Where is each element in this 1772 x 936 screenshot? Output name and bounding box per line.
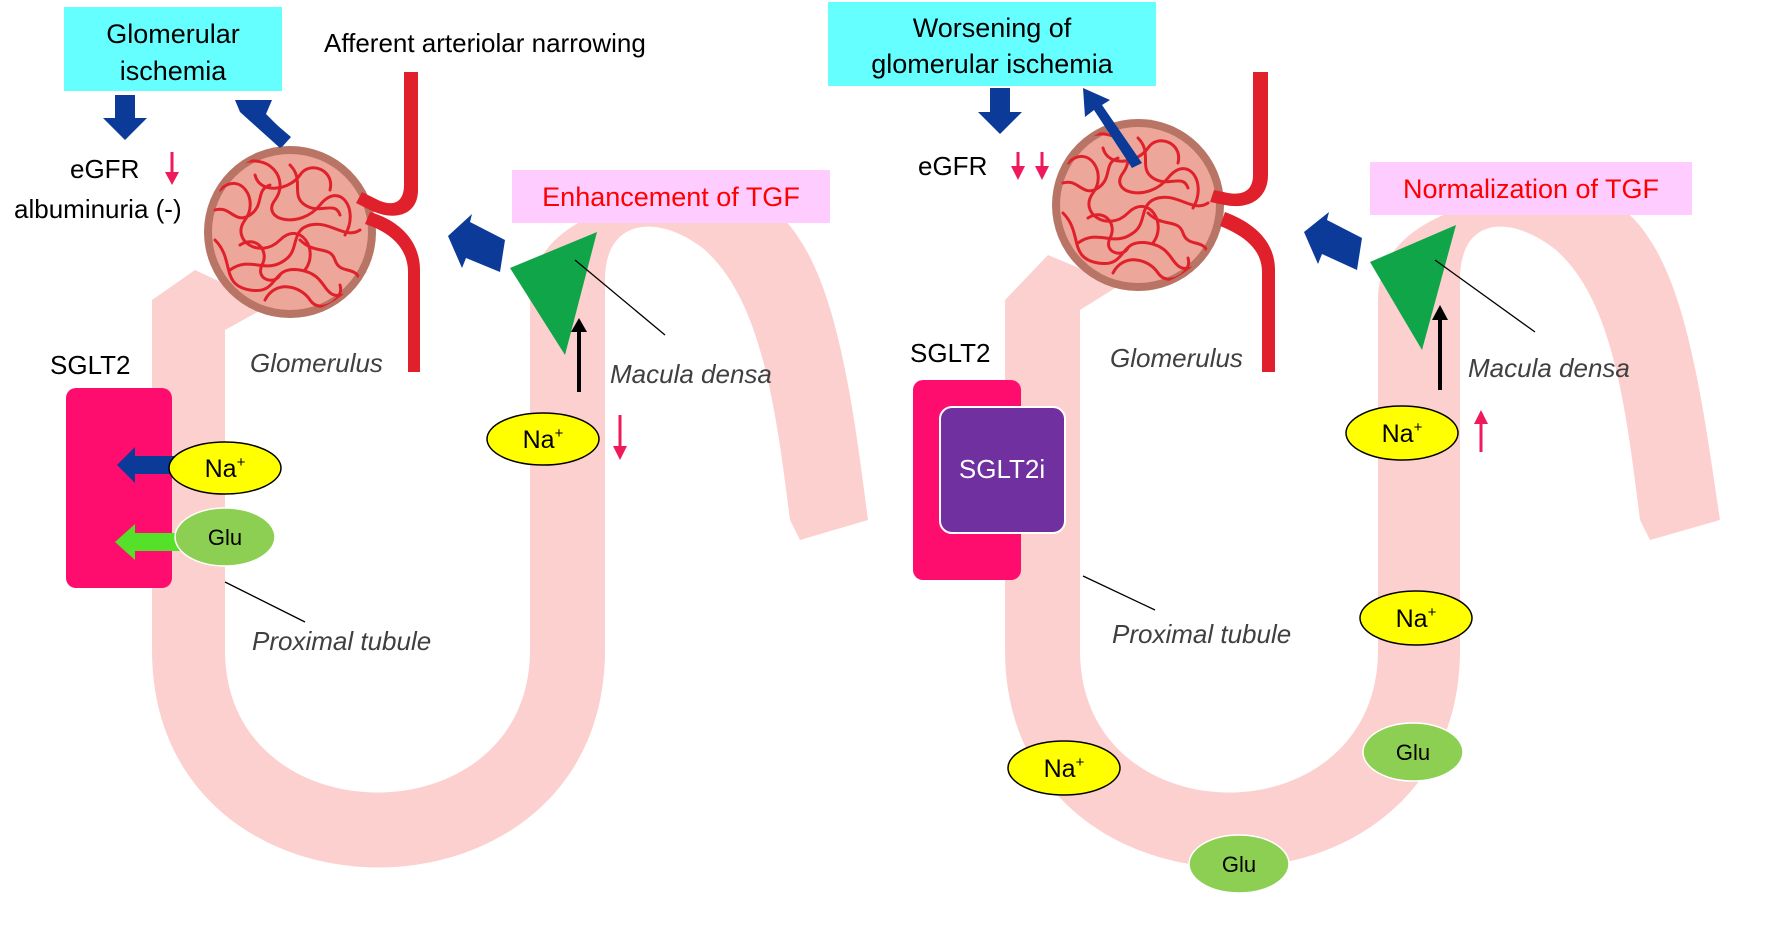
left-tubule <box>152 191 868 868</box>
right-ischemia-line2: glomerular ischemia <box>871 49 1114 79</box>
left-macula-pointer <box>574 259 666 336</box>
left-egfr-label: eGFR <box>70 154 139 184</box>
svg-text:Na+: Na+ <box>1396 604 1437 633</box>
right-afferent-arteriole <box>1210 72 1275 372</box>
right-glomerulus <box>1052 119 1224 291</box>
left-afferent-arteriole <box>356 72 420 372</box>
right-proximal-label: Proximal tubule <box>1112 619 1291 649</box>
right-arrow-ischemia-down <box>978 88 1022 134</box>
left-afferent-label: Afferent arteriolar narrowing <box>324 28 646 58</box>
right-sglt2i-label: SGLT2i <box>959 454 1045 484</box>
left-tgf-label: Enhancement of TGF <box>542 182 800 212</box>
left-na-ion-macula: Na+ <box>486 412 600 466</box>
right-glu-ion-tubule-2: Glu <box>1188 834 1290 894</box>
left-ischemia-box <box>64 7 282 91</box>
left-arrow-ischemia-down <box>103 95 147 140</box>
svg-text:Glu: Glu <box>1396 740 1430 765</box>
right-egfr-down-arrows <box>1011 152 1049 180</box>
right-na-up-arrow <box>1474 410 1488 452</box>
left-na-down-arrow <box>613 415 627 460</box>
right-glomerulus-label: Glomerulus <box>1110 343 1243 373</box>
left-macula-label: Macula densa <box>610 359 772 389</box>
right-tubule <box>1005 191 1720 868</box>
right-na-ion-tubule-2: Na+ <box>1007 740 1121 796</box>
left-proximal-label: Proximal tubule <box>252 626 431 656</box>
svg-text:Na+: Na+ <box>205 454 246 483</box>
left-sglt2-transporter <box>66 388 172 588</box>
right-na-ion-macula: Na+ <box>1345 405 1459 461</box>
left-arrow-na-to-macula-head <box>571 318 587 332</box>
left-arrow-tgf-to-glomerulus <box>448 214 505 272</box>
svg-text:Glu: Glu <box>1222 852 1256 877</box>
right-sglt2-label: SGLT2 <box>910 338 990 368</box>
left-panel: Na+ Glu Na+ Glomerular ischemia Enhancem… <box>14 7 868 868</box>
right-arrow-tgf-to-glomerulus <box>1304 212 1362 270</box>
right-glu-ion-tubule-1: Glu <box>1362 722 1464 782</box>
svg-text:Na+: Na+ <box>523 425 564 454</box>
left-glu-ion-sglt2: Glu <box>174 507 276 567</box>
right-macula-pointer <box>1434 259 1536 333</box>
right-na-ion-tubule-1: Na+ <box>1359 590 1473 646</box>
left-proximal-pointer <box>224 581 306 623</box>
right-tgf-label: Normalization of TGF <box>1403 174 1659 204</box>
left-macula-densa <box>510 232 597 355</box>
right-egfr-label: eGFR <box>918 151 987 181</box>
right-tgf-box <box>1370 162 1692 215</box>
left-na-transport-arrow <box>117 447 183 483</box>
left-ischemia-line2: ischemia <box>120 56 228 86</box>
right-ischemia-line1: Worsening of <box>913 13 1072 43</box>
left-arrow-glomerulus-up <box>235 100 291 148</box>
right-macula-densa <box>1370 225 1456 350</box>
right-proximal-pointer <box>1082 575 1156 611</box>
svg-text:Glu: Glu <box>208 525 242 550</box>
left-egfr-down-arrow <box>165 152 179 185</box>
svg-text:Na+: Na+ <box>1382 419 1423 448</box>
left-albuminuria-label: albuminuria (-) <box>14 194 182 224</box>
left-sglt2-label: SGLT2 <box>50 350 130 380</box>
right-arrow-glomerulus-up <box>1083 88 1142 168</box>
left-glomerulus-label: Glomerulus <box>250 348 383 378</box>
svg-text:Na+: Na+ <box>1044 754 1085 783</box>
left-ischemia-line1: Glomerular <box>106 19 240 49</box>
right-panel: SGLT2i Na+ Na+ Na+ Glu Glu Worsening of … <box>828 2 1720 894</box>
right-arrow-na-to-macula-head <box>1432 305 1448 320</box>
right-sglt2i-inhibitor <box>939 406 1066 534</box>
right-macula-label: Macula densa <box>1468 353 1630 383</box>
left-glu-transport-arrow <box>115 524 183 560</box>
left-na-ion-sglt2: Na+ <box>168 441 282 495</box>
right-ischemia-box <box>828 2 1156 86</box>
left-glomerulus <box>204 146 376 318</box>
left-tgf-box <box>512 170 830 223</box>
